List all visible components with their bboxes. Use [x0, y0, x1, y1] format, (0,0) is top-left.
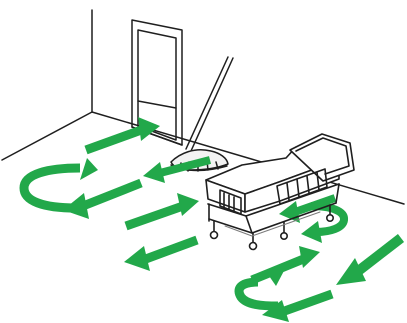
- arrow-head: [262, 300, 289, 322]
- bed-wheel-front-left: [209, 230, 219, 240]
- mop: [170, 56, 234, 172]
- bed-headboard-inner: [295, 137, 350, 175]
- arrow-shaft: [158, 156, 212, 177]
- arrow-under-bed-loop: [301, 202, 348, 243]
- arrow-lower-center: [250, 246, 320, 285]
- hospital-bed: [205, 133, 355, 251]
- arrow-right-long: [336, 234, 405, 285]
- arrow-middle-lower-left: [124, 235, 199, 271]
- bed-side-rail-right: [276, 168, 328, 205]
- arrow-head: [124, 246, 150, 271]
- room-structure: [1, 9, 405, 205]
- arrow-shaft: [234, 277, 279, 311]
- arrow-head: [143, 162, 165, 183]
- arrow-shaft: [293, 194, 337, 216]
- arrow-shaft: [19, 163, 81, 213]
- door-divider: [137, 100, 177, 109]
- bed-wheel-rear-left: [279, 232, 288, 241]
- door-panel: [137, 29, 177, 141]
- arrow-shaft: [353, 234, 405, 276]
- bed-frame-end: [208, 183, 340, 234]
- arrow-head: [301, 221, 322, 243]
- bed-legs: [213, 204, 331, 245]
- arrow-head: [63, 193, 89, 219]
- arrow-shaft: [277, 289, 334, 318]
- left-floor-line: [1, 111, 93, 161]
- arrow-head: [177, 193, 199, 216]
- arrow-center-left: [63, 178, 143, 219]
- bed-wheel-front-right: [248, 241, 258, 251]
- mopping-path-arrows: [19, 117, 405, 322]
- bed-shadow: [224, 211, 321, 237]
- arrow-head: [299, 246, 320, 268]
- arrow-shaft: [141, 235, 199, 265]
- mop-handle-outline: [185, 56, 229, 150]
- bed-wheel-rear-right: [325, 214, 334, 223]
- arrow-head: [80, 158, 98, 180]
- arrow-top-right: [84, 117, 160, 155]
- mop-handle: [190, 57, 234, 152]
- arrow-shaft: [81, 178, 143, 211]
- arrow-center-upper: [143, 156, 212, 183]
- arrow-head: [138, 117, 160, 141]
- arrow-shaft: [124, 201, 185, 231]
- arrow-bottom-left: [262, 289, 334, 322]
- arrow-shaft: [250, 253, 308, 285]
- arrow-shaft: [84, 124, 146, 155]
- arrow-left-loop: [19, 158, 98, 213]
- arrow-shaft: [310, 202, 348, 236]
- arrow-middle-right: [124, 193, 199, 231]
- arrow-head: [336, 258, 366, 285]
